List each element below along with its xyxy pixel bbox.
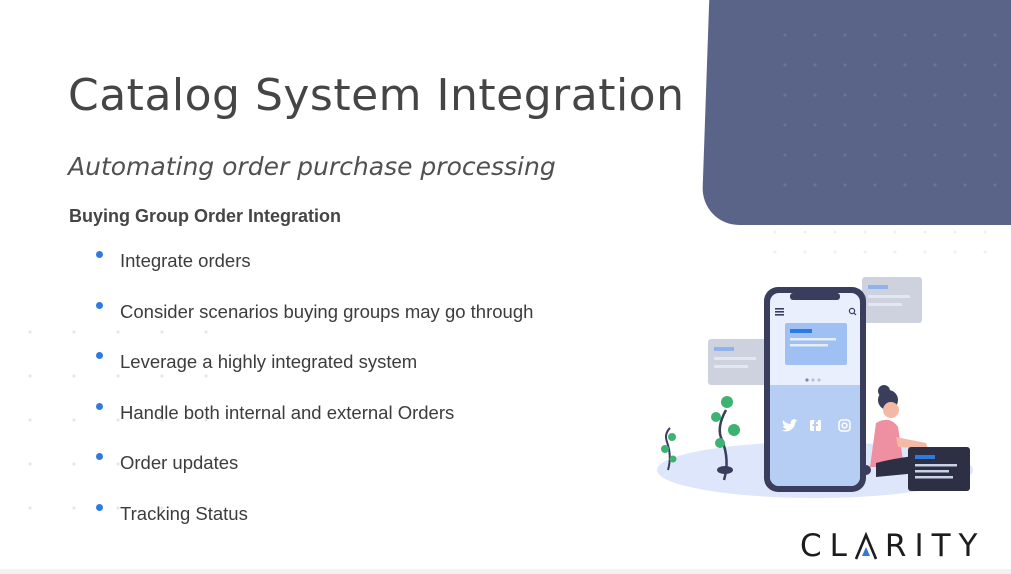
plant-icon bbox=[661, 427, 677, 471]
bullet-icon bbox=[96, 301, 103, 309]
search-icon bbox=[848, 307, 857, 316]
twitter-icon bbox=[781, 419, 798, 432]
slide-subtitle: Automating order purchase processing bbox=[68, 152, 556, 181]
logo-text-start: CL bbox=[800, 528, 855, 564]
bullet-text: Consider scenarios buying groups may go … bbox=[120, 300, 534, 322]
bullet-icon bbox=[96, 402, 103, 410]
bullet-icon bbox=[96, 503, 103, 511]
facebook-icon bbox=[810, 420, 821, 431]
menu-icon bbox=[775, 308, 784, 316]
slide-title: Catalog System Integration bbox=[68, 70, 685, 121]
bottom-border bbox=[0, 569, 1011, 574]
left-dot-pattern bbox=[8, 310, 208, 550]
bullet-icon bbox=[96, 352, 103, 360]
bullet-text: Order updates bbox=[120, 452, 239, 474]
section-heading: Buying Group Order Integration bbox=[69, 206, 342, 226]
corner-dot-pattern bbox=[770, 20, 1010, 200]
phone-illustration bbox=[657, 277, 973, 498]
bullet-icon bbox=[96, 453, 103, 461]
instagram-icon bbox=[838, 419, 851, 432]
clarity-logo: CL RITY bbox=[800, 528, 998, 564]
bullet-text: Integrate orders bbox=[120, 250, 251, 271]
bullet-text: Leverage a highly integrated system bbox=[120, 351, 418, 373]
logo-a-icon bbox=[854, 528, 878, 569]
laptop-icon bbox=[908, 447, 970, 491]
logo-text-end: RITY bbox=[884, 528, 986, 564]
floating-card-icon bbox=[708, 339, 766, 385]
bullet-text: Handle both internal and external Orders bbox=[120, 401, 455, 423]
bullet-icon bbox=[96, 251, 103, 258]
dot-pattern bbox=[760, 222, 1010, 262]
floating-card-icon bbox=[862, 277, 922, 323]
bullet-text: Tracking Status bbox=[120, 502, 248, 524]
plant-icon bbox=[711, 396, 740, 481]
